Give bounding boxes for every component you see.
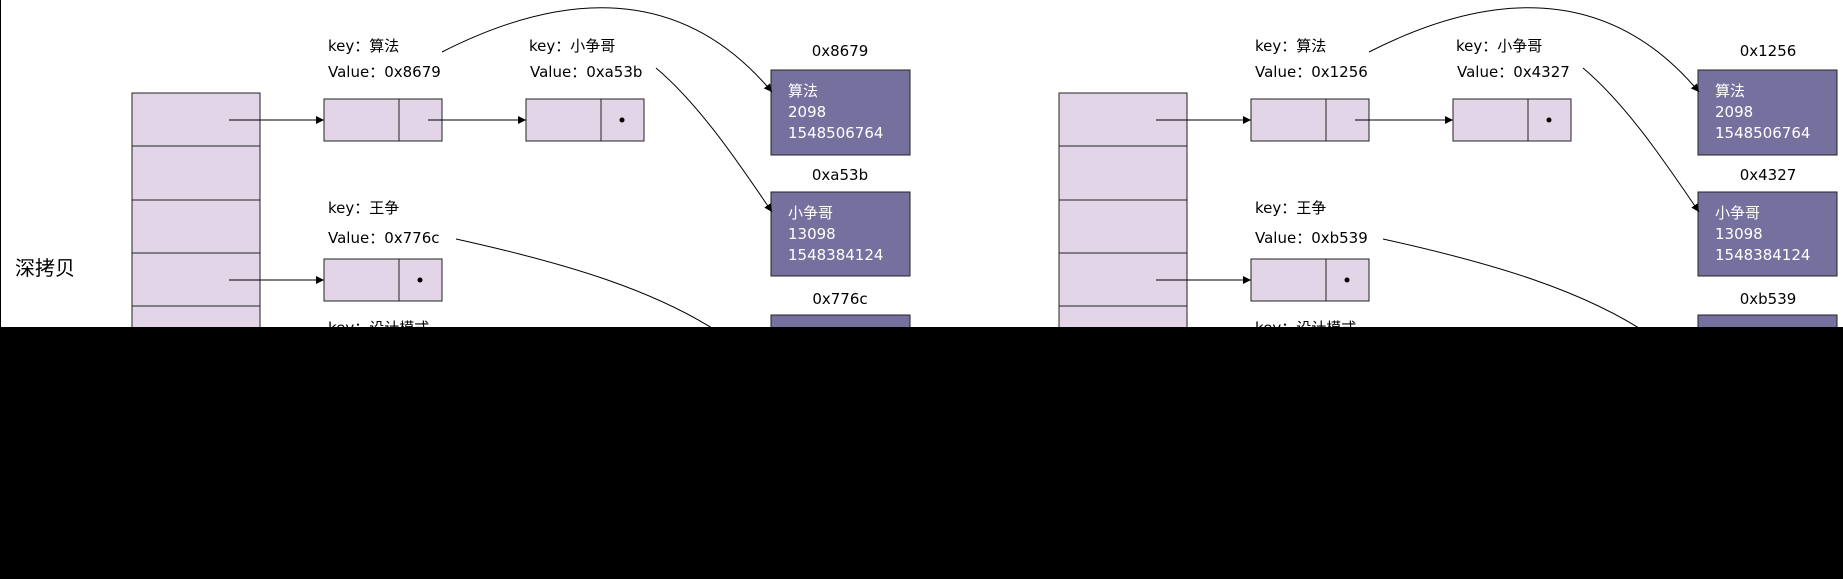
bucket-slot: [131, 199, 261, 254]
entry-value-label: Value：0x8679: [328, 63, 441, 81]
value-reference-arrow: [455, 238, 731, 341]
object-value: 13098: [788, 225, 836, 243]
list-node: [1452, 98, 1572, 142]
object-name: 小争哥: [788, 204, 833, 222]
value-reference-arrow: [441, 7, 773, 93]
null-pointer-dot: [1546, 117, 1552, 123]
object-timestamp: 1548506764: [788, 124, 883, 142]
object-name: 小争哥: [1715, 204, 1760, 222]
object-address: 0x8679: [812, 42, 869, 60]
list-node: [323, 258, 443, 302]
value-reference-arrow: [655, 67, 773, 213]
object-address: 0x776c: [812, 290, 867, 308]
object-value: 2098: [788, 103, 826, 121]
entry-key-label: key：算法: [328, 37, 399, 55]
object-address: 0xb539: [1740, 290, 1797, 308]
object-name: 算法: [1715, 82, 1745, 100]
object-box: [1697, 191, 1838, 277]
object-box: [770, 191, 911, 277]
entry-key-label: key：小争哥: [1456, 37, 1542, 55]
diagram-background: [0, 0, 1843, 327]
entry-key-label: key：王争: [1255, 199, 1326, 217]
object-address: 0x1256: [1740, 42, 1797, 60]
object-name: 算法: [788, 82, 818, 100]
null-pointer-dot: [619, 117, 625, 123]
hash-table-right: [1058, 92, 1188, 347]
value-reference-arrow: [1382, 238, 1658, 341]
bucket-slot: [1058, 145, 1188, 201]
list-node: [1250, 98, 1370, 142]
entry-value-label: Value：0x776c: [328, 229, 440, 247]
list-node: [1250, 258, 1370, 302]
entry-key-label: key：算法: [1255, 37, 1326, 55]
entry-value-label: Value：0xb539: [1255, 229, 1368, 247]
value-reference-arrow: [1368, 7, 1700, 93]
object-timestamp: 1548384124: [1715, 246, 1810, 264]
list-node: [323, 98, 443, 142]
bucket-slot: [131, 145, 261, 201]
object-value: 2098: [1715, 103, 1753, 121]
object-address: 0xa53b: [812, 166, 868, 184]
object-address: 0x4327: [1740, 166, 1797, 184]
black-mask-region: [0, 327, 1843, 575]
entry-value-label: Value：0x1256: [1255, 63, 1368, 81]
entry-key-label: key：王争: [328, 199, 399, 217]
list-node: [525, 98, 645, 142]
hash-table-left: [131, 92, 261, 347]
object-timestamp: 1548506764: [1715, 124, 1810, 142]
object-value: 13098: [1715, 225, 1763, 243]
bucket-slot: [1058, 199, 1188, 254]
entry-key-label: key：小争哥: [529, 37, 615, 55]
diagram-title: 深拷贝: [15, 256, 75, 280]
null-pointer-dot: [1344, 277, 1350, 283]
object-box: [770, 69, 911, 156]
object-timestamp: 1548384124: [788, 246, 883, 264]
entry-value-label: Value：0x4327: [1457, 63, 1570, 81]
object-box: [1697, 69, 1838, 156]
value-reference-arrow: [1582, 67, 1700, 213]
entry-value-label: Value：0xa53b: [530, 63, 642, 81]
null-pointer-dot: [417, 277, 423, 283]
